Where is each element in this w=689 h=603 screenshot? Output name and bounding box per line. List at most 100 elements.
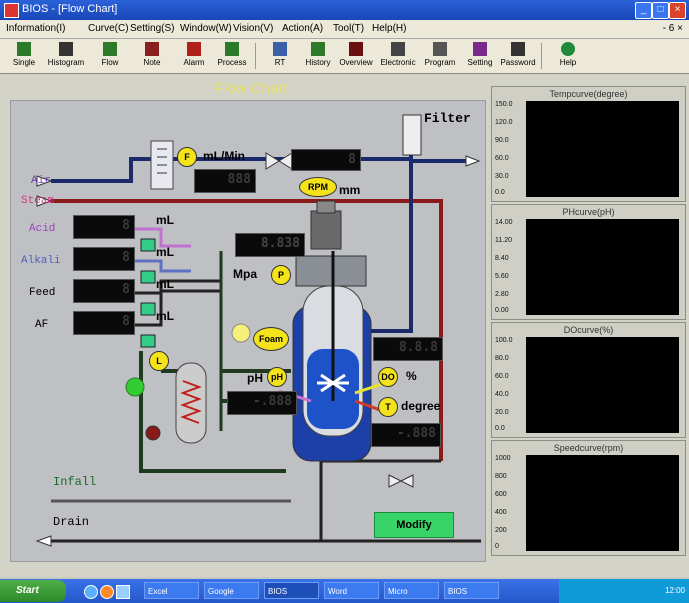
tick: 2.80 [495, 291, 509, 298]
tick: 100.0 [495, 337, 513, 344]
toolbar-history-button[interactable]: History [296, 41, 340, 71]
tick: 0 [495, 543, 499, 550]
temp-curve-plot [526, 101, 679, 197]
toolbar-separator [541, 43, 542, 69]
toolbar-overview-button[interactable]: Overview [334, 41, 378, 71]
menu-setting[interactable]: Setting(S) [130, 23, 175, 34]
flow-display: 888 [194, 169, 256, 193]
system-tray: 12:00 [559, 579, 689, 603]
modify-button[interactable]: Modify [374, 512, 454, 538]
temp-curve-panel: Tempcurve(degree) 150.0 120.0 90.0 60.0 … [491, 86, 686, 202]
quicklaunch-ie-icon[interactable] [84, 585, 98, 599]
window-titlebar: BIOS - [Flow Chart] _ □ × [0, 0, 689, 20]
menu-help[interactable]: Help(H) [372, 23, 407, 34]
quicklaunch-media-icon[interactable] [100, 585, 114, 599]
tick: 400 [495, 509, 507, 516]
toolbar-setting-button[interactable]: Setting [458, 41, 502, 71]
histogram-icon [59, 42, 73, 56]
tick: 1000 [495, 455, 511, 462]
alkali-display: 8 [73, 247, 135, 271]
toolbar-process-button[interactable]: Process [210, 41, 254, 71]
taskbar-item[interactable]: Word [324, 582, 379, 599]
quicklaunch-desktop-icon[interactable] [116, 585, 130, 599]
maximize-button[interactable]: □ [652, 2, 669, 19]
menu-curve[interactable]: Curve(C) [88, 23, 129, 34]
flow-unit-label: mL/Min [203, 149, 245, 163]
menu-bar: Information(I) Curve(C) Setting(S) Windo… [0, 20, 689, 39]
temp-unit: degree [401, 399, 441, 413]
taskbar-item[interactable]: Google [204, 582, 259, 599]
start-button[interactable]: Start [0, 580, 66, 602]
speed-curve-panel: Speedcurve(rpm) 1000 800 600 400 200 0 [491, 440, 686, 556]
close-button[interactable]: × [669, 2, 686, 19]
flow-badge: F [177, 147, 197, 167]
menu-vision[interactable]: Vision(V) [233, 23, 274, 34]
menu-tool[interactable]: Tool(T) [333, 23, 365, 34]
air-label: Air [31, 175, 51, 187]
taskbar-item[interactable]: BIOS [444, 582, 499, 599]
menu-action[interactable]: Action(A) [282, 23, 324, 34]
steam-label: Steam [21, 195, 55, 207]
program-icon [433, 42, 447, 56]
speed-curve-title: Speedcurve(rpm) [553, 443, 624, 453]
menu-window[interactable]: Window(W) [180, 23, 232, 34]
ph-curve-title: PHcurve(pH) [562, 207, 615, 217]
menu-information[interactable]: Information(I) [6, 23, 66, 34]
rpm-display: 8 [291, 149, 361, 171]
speed-curve-plot [526, 455, 679, 551]
alkali-label: Alkali [21, 255, 61, 267]
toolbar-program-button[interactable]: Program [418, 41, 462, 71]
flow-chart-title: Flow Chart [215, 80, 288, 97]
temp-curve-title: Tempcurve(degree) [549, 89, 628, 99]
drain-label: Drain [53, 515, 90, 529]
af-unit: mL [156, 309, 174, 323]
toolbar-note-button[interactable]: Note [130, 41, 174, 71]
do-curve-title: DOcurve(%) [563, 325, 614, 335]
ph-display: -.888 [227, 391, 297, 415]
feed-unit: mL [156, 277, 174, 291]
single-icon [17, 42, 31, 56]
rpm-badge: RPM [299, 177, 337, 197]
toolbar-flow-button[interactable]: Flow [88, 41, 132, 71]
do-badge: DO [378, 367, 398, 387]
do-curve-plot [526, 337, 679, 433]
foam-badge: Foam [253, 327, 289, 351]
feed-label: Feed [29, 287, 56, 299]
note-icon [145, 42, 159, 56]
ph-curve-panel: PHcurve(pH) 14.00 11.20 8.40 5.60 2.80 0… [491, 204, 686, 320]
toolbar-help-button[interactable]: Help [546, 41, 590, 71]
temp-display: -.888 [371, 423, 441, 447]
taskbar-item[interactable]: Excel [144, 582, 199, 599]
tick: 60.0 [495, 155, 509, 162]
pressure-unit: Mpa [233, 267, 257, 281]
toolbar-password-button[interactable]: Password [496, 41, 540, 71]
alkali-unit: mL [156, 245, 174, 259]
tick: 0.0 [495, 189, 505, 196]
history-icon [311, 42, 325, 56]
mdi-controls[interactable]: - 6 × [662, 23, 683, 34]
toolbar-rt-button[interactable]: RT [258, 41, 302, 71]
pressure-display: 8.838 [235, 233, 305, 257]
alarm-icon [187, 42, 201, 56]
flow-diagram [35, 114, 481, 547]
tick: 0.00 [495, 307, 509, 314]
toolbar-single-button[interactable]: Single [2, 41, 46, 71]
tick: 800 [495, 473, 507, 480]
tick: 60.0 [495, 373, 509, 380]
toolbar-histogram-button[interactable]: Histogram [44, 41, 88, 71]
taskbar-item[interactable]: BIOS [264, 582, 319, 599]
af-label: AF [35, 319, 49, 331]
taskbar-item[interactable]: Micro [384, 582, 439, 599]
toolbar-separator [255, 43, 256, 69]
tick: 150.0 [495, 101, 513, 108]
minimize-button[interactable]: _ [635, 2, 652, 19]
acid-display: 8 [73, 215, 135, 239]
infall-label: Infall [53, 475, 97, 489]
clock[interactable]: 12:00 [664, 586, 685, 595]
tick: 5.60 [495, 273, 509, 280]
app-icon [4, 3, 19, 18]
ph-unit: pH [247, 371, 263, 385]
tick: 11.20 [495, 237, 512, 244]
toolbar-alarm-button[interactable]: Alarm [172, 41, 216, 71]
toolbar-electronic-button[interactable]: Electronic [376, 41, 420, 71]
